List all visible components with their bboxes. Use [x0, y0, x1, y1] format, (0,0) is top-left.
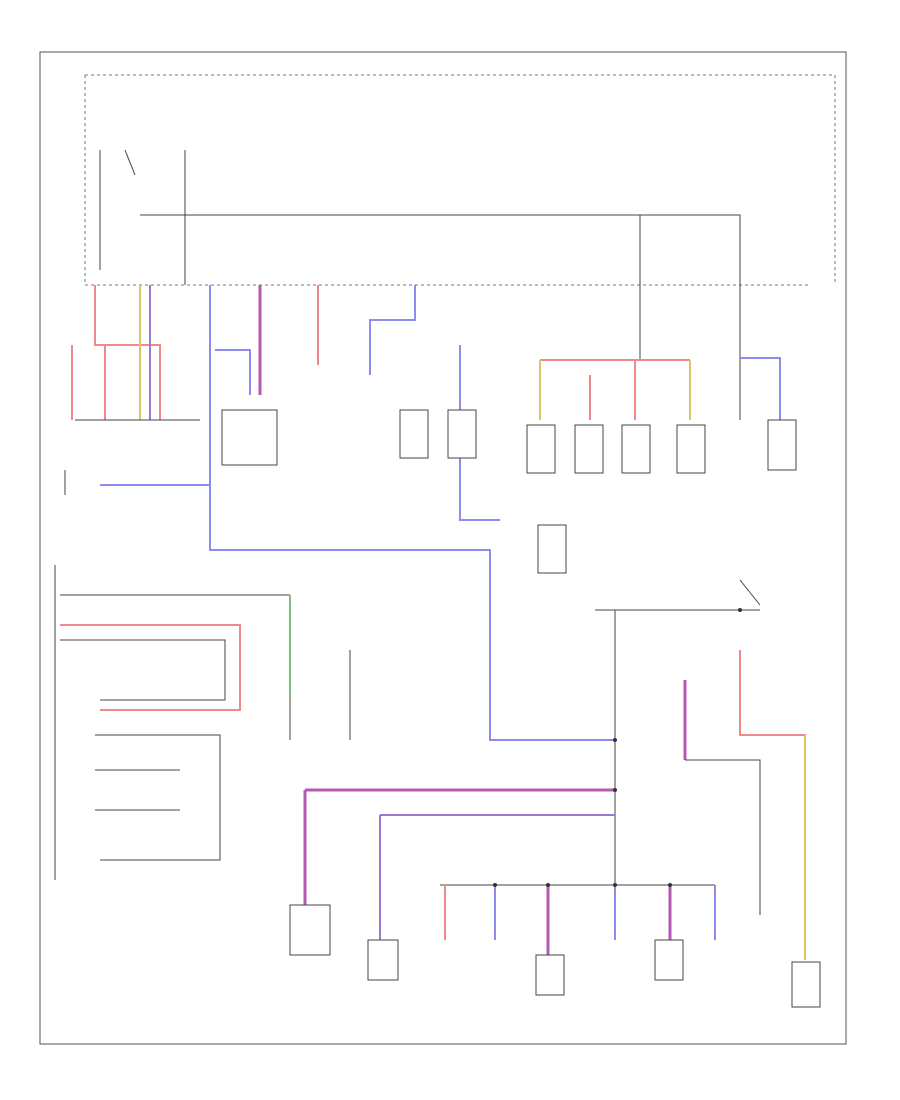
sensor-box-3 — [537, 524, 567, 574]
module-right — [767, 419, 797, 471]
o2-sensor-box — [791, 961, 821, 1008]
module-box-2 — [535, 954, 565, 996]
sensor-box-2 — [447, 409, 477, 459]
top-power-bus — [84, 74, 836, 286]
injector-4 — [676, 424, 706, 474]
fuse-column-right — [526, 215, 797, 474]
injector-1 — [526, 424, 556, 474]
fuse-column-center — [209, 285, 615, 741]
lower-distribution — [289, 579, 821, 1008]
module-box-3 — [654, 939, 684, 981]
relay-box-1 — [221, 409, 278, 466]
ecm-box — [289, 904, 331, 956]
sensor-box-1 — [399, 409, 429, 459]
fuse-column-left — [71, 285, 200, 421]
module-box-1 — [367, 939, 399, 981]
injector-2 — [574, 424, 604, 474]
injector-3 — [621, 424, 651, 474]
diagram-frame — [39, 51, 847, 1045]
left-control-module — [54, 470, 291, 880]
